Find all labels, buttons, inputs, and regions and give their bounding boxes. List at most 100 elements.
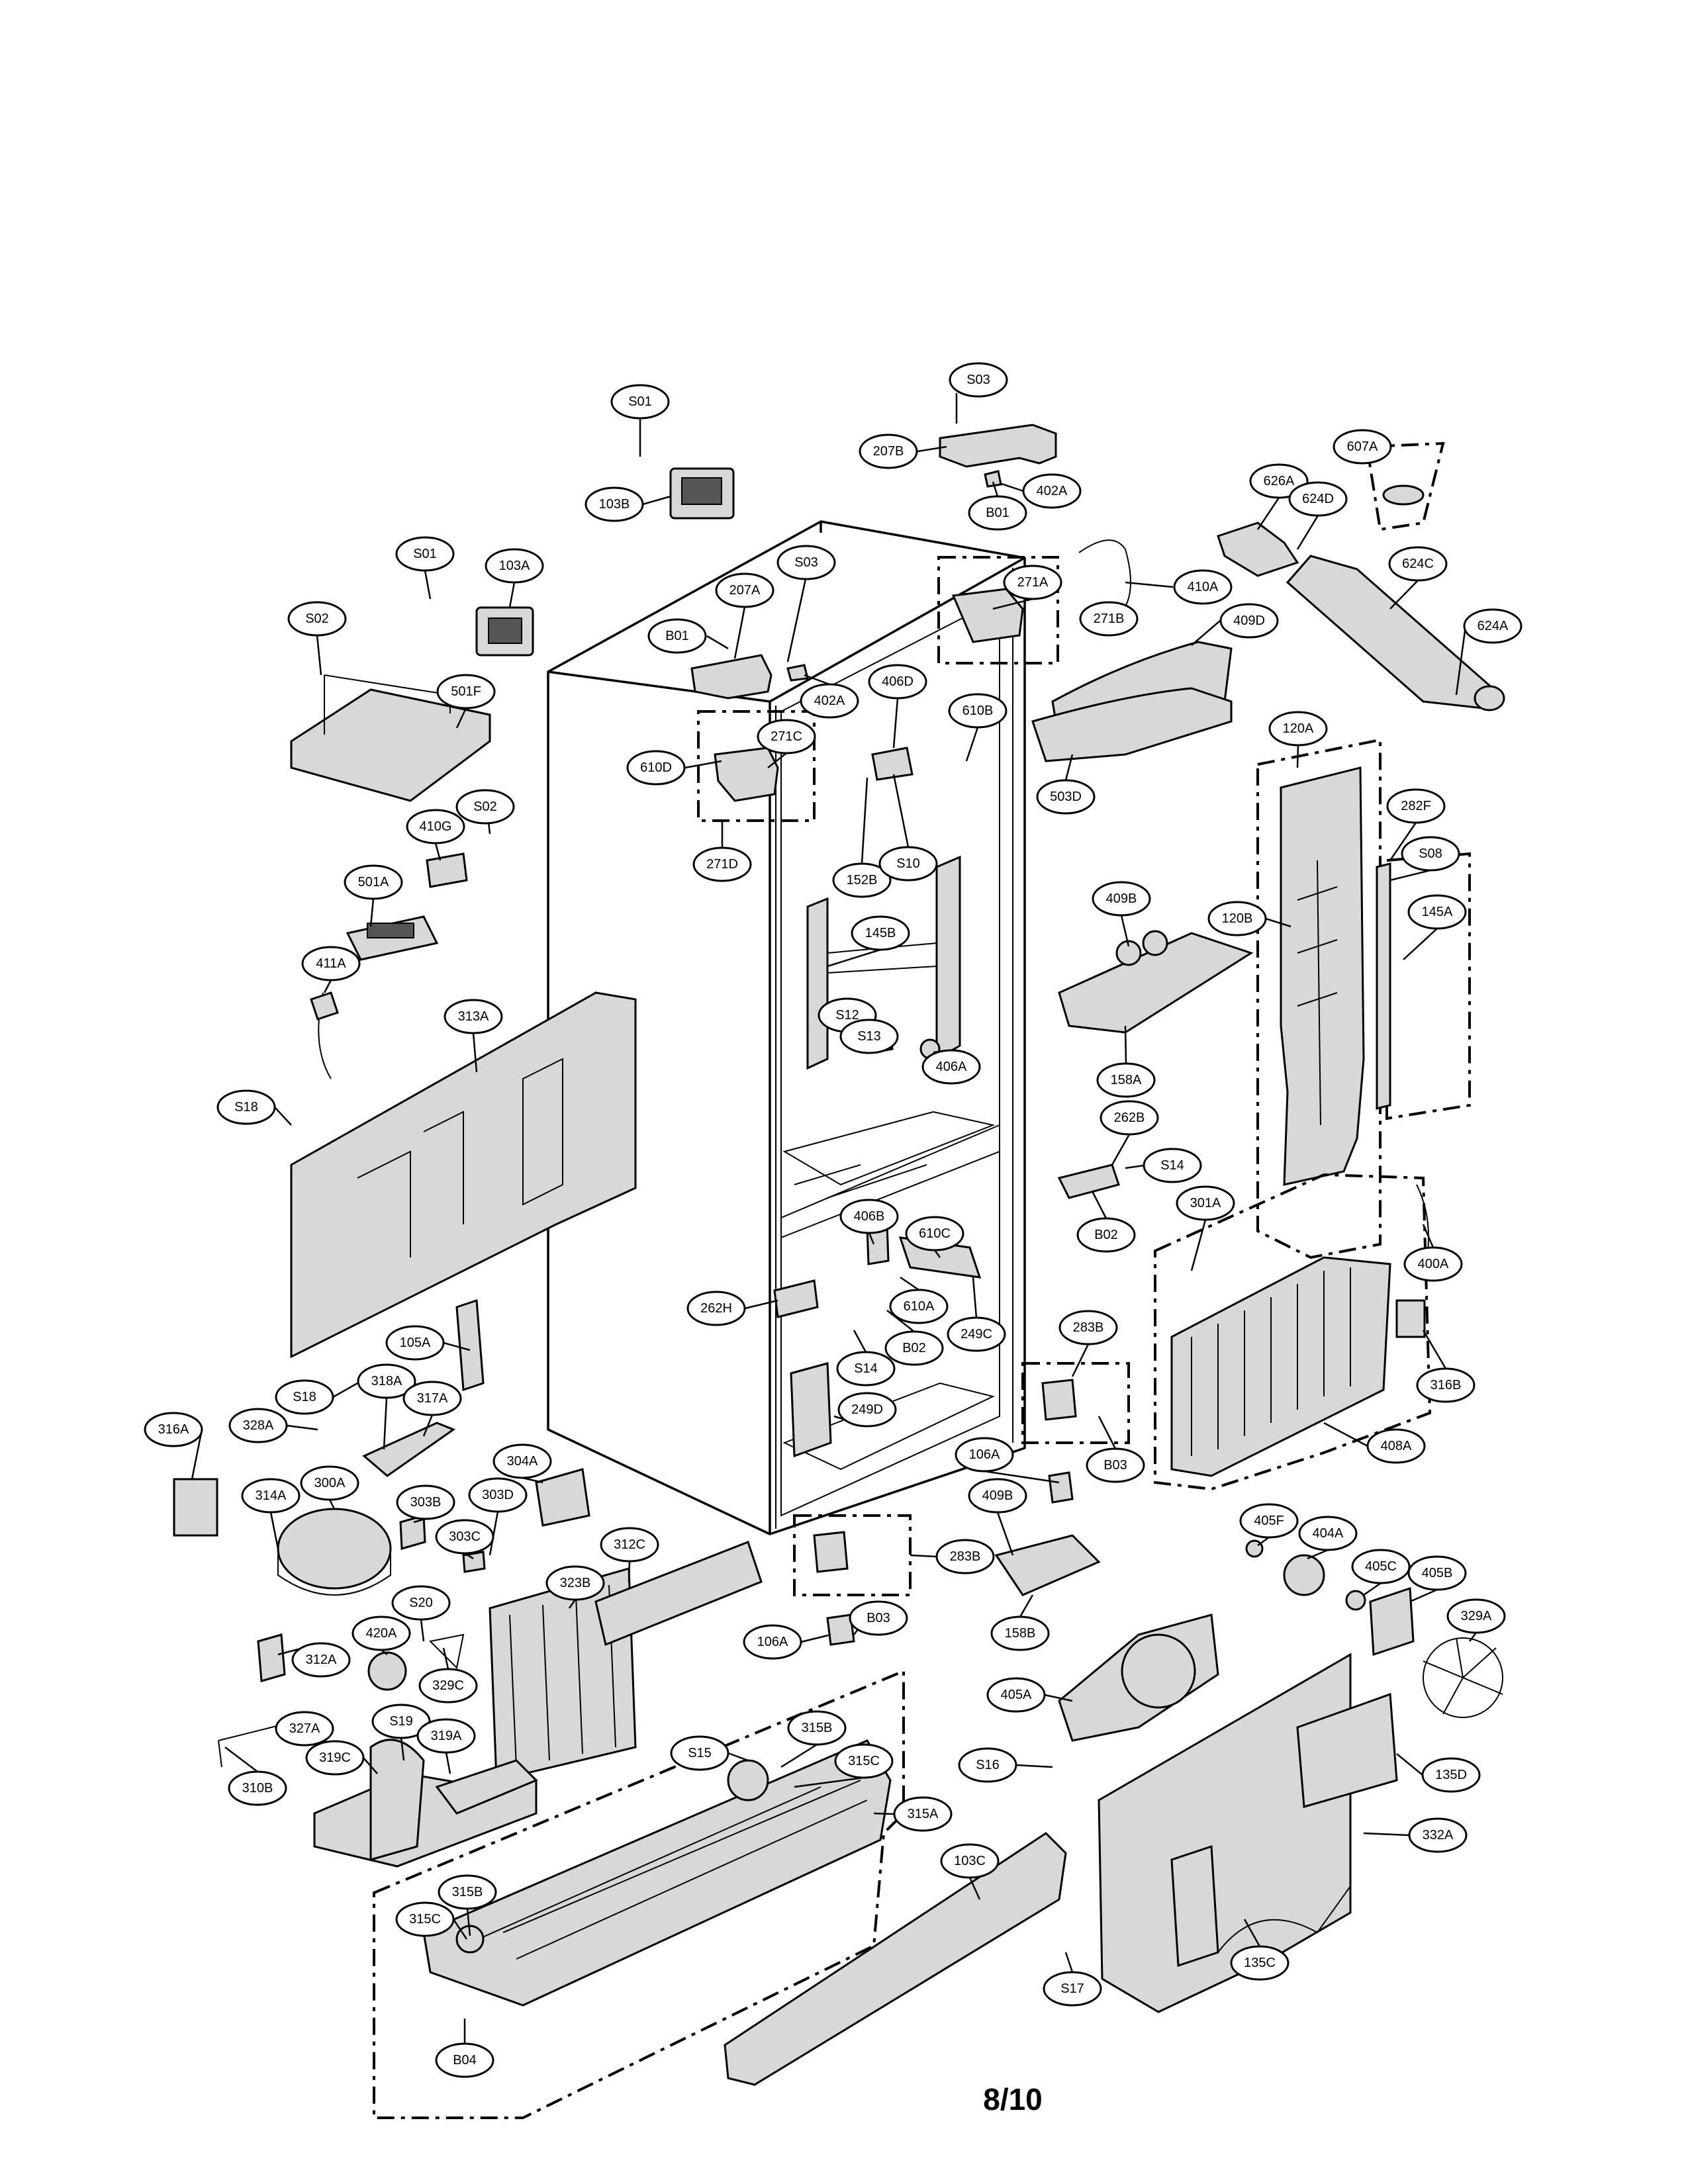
svg-text:145A: 145A <box>1422 905 1453 919</box>
svg-text:610B: 610B <box>962 704 994 718</box>
svg-text:145B: 145B <box>865 926 896 940</box>
svg-text:249C: 249C <box>961 1327 992 1342</box>
part-label-106a: 106A <box>955 1437 1014 1473</box>
part-label-s17: S17 <box>1043 1971 1102 2007</box>
part-label-312c: 312C <box>600 1527 659 1563</box>
part-label-420a: 420A <box>352 1615 411 1651</box>
part-label-409b: 409B <box>1092 881 1151 917</box>
svg-text:B03: B03 <box>867 1611 890 1625</box>
part-label-405a: 405A <box>986 1677 1046 1713</box>
part-label-402a: 402A <box>800 683 859 719</box>
part-label-300a: 300A <box>300 1465 359 1501</box>
part-label-b04: B04 <box>435 2042 494 2078</box>
svg-text:319C: 319C <box>319 1751 351 1765</box>
part-label-262h: 262H <box>686 1291 746 1326</box>
part-label-135d: 135D <box>1421 1757 1481 1793</box>
part-label-s20: S20 <box>391 1585 451 1621</box>
left-upper-parts <box>290 674 491 1079</box>
svg-text:626A: 626A <box>1264 474 1295 488</box>
svg-text:317A: 317A <box>417 1391 448 1406</box>
svg-text:624D: 624D <box>1302 492 1334 506</box>
part-label-501f: 501F <box>436 674 496 709</box>
part-label-610d: 610D <box>626 750 686 786</box>
svg-text:404A: 404A <box>1313 1526 1344 1541</box>
svg-text:S02: S02 <box>473 799 497 814</box>
svg-text:103B: 103B <box>599 497 630 512</box>
part-label-249c: 249C <box>947 1316 1006 1352</box>
svg-text:315C: 315C <box>848 1754 880 1768</box>
part-label-312a: 312A <box>291 1642 351 1678</box>
svg-text:S17: S17 <box>1060 1981 1084 1996</box>
part-label-318a: 318A <box>357 1363 416 1399</box>
part-label-319a: 319A <box>416 1718 476 1754</box>
cabinet <box>547 520 1026 1535</box>
part-label-s01: S01 <box>395 536 455 572</box>
part-label-410g: 410G <box>406 809 465 844</box>
svg-text:315A: 315A <box>908 1807 939 1821</box>
part-label-207a: 207A <box>715 572 774 608</box>
part-label-315a: 315A <box>893 1796 953 1832</box>
svg-text:315B: 315B <box>802 1721 833 1735</box>
part-label-329a: 329A <box>1446 1598 1506 1634</box>
svg-text:624A: 624A <box>1477 619 1509 633</box>
svg-text:411A: 411A <box>316 956 346 971</box>
part-label-314a: 314A <box>241 1478 301 1514</box>
svg-text:410G: 410G <box>420 819 452 834</box>
part-label-610c: 610C <box>905 1216 964 1251</box>
svg-text:315C: 315C <box>409 1912 441 1927</box>
part-label-400a: 400A <box>1403 1246 1463 1282</box>
svg-text:152B: 152B <box>847 873 878 887</box>
part-label-s03: S03 <box>949 362 1008 398</box>
base-plate <box>373 1668 905 2119</box>
part-label-s16: S16 <box>958 1747 1017 1783</box>
svg-text:315B: 315B <box>452 1885 483 1899</box>
svg-text:303C: 303C <box>449 1529 481 1544</box>
svg-text:S15: S15 <box>688 1746 712 1760</box>
svg-text:S19: S19 <box>389 1714 413 1729</box>
part-label-105a: 105A <box>385 1325 445 1361</box>
part-label-s13: S13 <box>839 1019 899 1054</box>
part-label-b03: B03 <box>1086 1447 1145 1483</box>
svg-text:S18: S18 <box>293 1390 316 1404</box>
svg-text:B04: B04 <box>453 2053 477 2068</box>
part-label-304a: 304A <box>492 1443 552 1479</box>
svg-text:B01: B01 <box>665 629 689 643</box>
svg-text:610A: 610A <box>904 1299 935 1314</box>
svg-text:S13: S13 <box>857 1029 881 1044</box>
svg-text:405F: 405F <box>1254 1514 1284 1528</box>
svg-text:312A: 312A <box>306 1653 337 1667</box>
svg-text:106A: 106A <box>969 1447 1000 1462</box>
part-callouts: S01S03207B103B402AB01607A626A624DS01103A… <box>144 362 1523 2078</box>
part-label-282f: 282F <box>1386 788 1446 824</box>
part-label-103c: 103C <box>940 1843 1000 1879</box>
part-label-145a: 145A <box>1407 894 1467 930</box>
svg-text:S03: S03 <box>966 373 990 387</box>
part-label-301a: 301A <box>1176 1185 1235 1221</box>
svg-text:329A: 329A <box>1461 1609 1492 1623</box>
svg-text:283B: 283B <box>1073 1320 1104 1335</box>
part-label-271d: 271D <box>692 846 752 882</box>
part-label-316b: 316B <box>1416 1367 1476 1403</box>
part-label-319c: 319C <box>305 1740 365 1776</box>
shaft-assembly <box>1031 441 1505 762</box>
part-label-316a: 316A <box>144 1412 203 1447</box>
part-label-s14: S14 <box>1143 1148 1202 1183</box>
svg-text:S08: S08 <box>1419 846 1442 861</box>
svg-text:503D: 503D <box>1050 790 1082 804</box>
svg-text:300A: 300A <box>314 1476 346 1490</box>
svg-text:409B: 409B <box>982 1488 1013 1503</box>
part-label-135c: 135C <box>1230 1945 1289 1981</box>
part-label-610b: 610B <box>948 693 1008 729</box>
part-label-404a: 404A <box>1298 1516 1358 1551</box>
svg-text:318A: 318A <box>371 1374 402 1388</box>
part-label-405c: 405C <box>1351 1549 1411 1584</box>
inner-rails <box>773 855 982 1458</box>
part-label-s19: S19 <box>371 1704 431 1739</box>
svg-text:327A: 327A <box>289 1721 320 1736</box>
svg-text:405C: 405C <box>1365 1559 1397 1574</box>
svg-text:135D: 135D <box>1435 1768 1467 1782</box>
part-label-b02: B02 <box>884 1330 944 1366</box>
svg-text:607A: 607A <box>1347 439 1378 454</box>
part-label-610a: 610A <box>889 1289 949 1324</box>
